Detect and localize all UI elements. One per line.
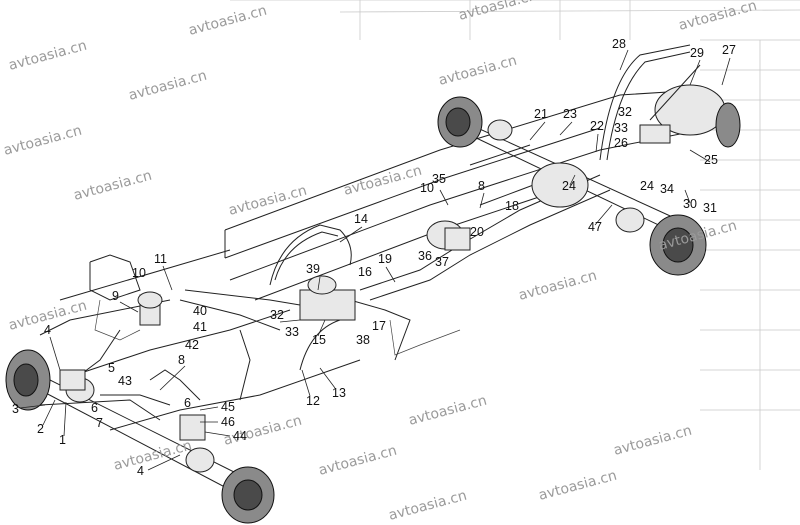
watermark-text: avtoasia.cn bbox=[537, 468, 619, 504]
watermark-text: avtoasia.cn bbox=[72, 168, 154, 204]
watermark-text: avtoasia.cn bbox=[407, 393, 489, 429]
watermark-text: avtoasia.cn bbox=[612, 423, 694, 459]
callout-label: 5 bbox=[108, 361, 115, 375]
watermark-text: avtoasia.cn bbox=[677, 0, 759, 34]
callout-label: 47 bbox=[588, 220, 602, 234]
callout-label: 21 bbox=[534, 107, 548, 121]
watermark-text: avtoasia.cn bbox=[2, 123, 84, 159]
callout-label: 39 bbox=[306, 262, 320, 276]
callout-label: 26 bbox=[614, 136, 628, 150]
watermark-text: avtoasia.cn bbox=[187, 3, 269, 39]
components bbox=[59, 64, 741, 441]
callout-label: 32 bbox=[618, 105, 632, 119]
callout-label: 35 bbox=[432, 172, 446, 186]
callout-label: 4 bbox=[44, 323, 51, 337]
front-axle-assembly bbox=[5, 349, 275, 524]
callout-label: 24 bbox=[562, 179, 576, 193]
callout-label: 25 bbox=[704, 153, 718, 167]
background-table-ghost bbox=[230, 0, 800, 470]
callout-label: 17 bbox=[372, 319, 386, 333]
callout-label: 27 bbox=[722, 43, 736, 57]
callout-label: 10 bbox=[420, 181, 434, 195]
callout-label: 33 bbox=[614, 121, 628, 135]
callout-label: 2 bbox=[37, 422, 44, 436]
callout-label: 38 bbox=[356, 333, 370, 347]
leader-lines bbox=[19, 49, 731, 471]
watermark-text: avtoasia.cn bbox=[457, 0, 539, 24]
callout-label: 12 bbox=[306, 394, 320, 408]
callout-label: 9 bbox=[112, 289, 119, 303]
callout-label: 1 bbox=[59, 433, 66, 447]
callout-label: 34 bbox=[660, 182, 674, 196]
callout-label: 23 bbox=[563, 107, 577, 121]
callout-label: 32 bbox=[270, 308, 284, 322]
callout-label: 20 bbox=[470, 225, 484, 239]
callout-label: 10 bbox=[132, 266, 146, 280]
callout-label: 8 bbox=[178, 353, 185, 367]
callout-label: 40 bbox=[193, 304, 207, 318]
callout-label: 33 bbox=[285, 325, 299, 339]
callout-label: 44 bbox=[233, 429, 247, 443]
callout-label: 6 bbox=[91, 401, 98, 415]
callout-label: 18 bbox=[505, 199, 519, 213]
watermark-text: avtoasia.cn bbox=[387, 488, 469, 524]
callout-label: 24 bbox=[640, 179, 654, 193]
callout-label: 19 bbox=[378, 252, 392, 266]
callout-label: 28 bbox=[612, 37, 626, 51]
callout-label: 41 bbox=[193, 320, 207, 334]
watermark-text: avtoasia.cn bbox=[127, 68, 209, 104]
callout-label: 36 bbox=[418, 249, 432, 263]
callout-label: 16 bbox=[358, 265, 372, 279]
chassis-frame bbox=[39, 89, 701, 431]
callout-label: 43 bbox=[118, 374, 132, 388]
callout-label: 42 bbox=[185, 338, 199, 352]
callout-label: 14 bbox=[354, 212, 368, 226]
watermark-text: avtoasia.cn bbox=[227, 183, 309, 219]
watermark-text: avtoasia.cn bbox=[7, 38, 89, 74]
callout-label: 8 bbox=[478, 179, 485, 193]
watermark-text: avtoasia.cn bbox=[517, 268, 599, 304]
watermark-text: avtoasia.cn bbox=[342, 163, 424, 199]
rear-axle-assembly bbox=[437, 96, 707, 276]
callout-label: 29 bbox=[690, 46, 704, 60]
callout-label: 7 bbox=[96, 416, 103, 430]
callout-label: 30 bbox=[683, 197, 697, 211]
callout-label: 31 bbox=[703, 201, 717, 215]
watermark-text: avtoasia.cn bbox=[317, 443, 399, 479]
callout-label: 11 bbox=[154, 252, 167, 266]
callout-label: 6 bbox=[184, 396, 191, 410]
callout-label: 4 bbox=[137, 464, 144, 478]
watermark-text: avtoasia.cn bbox=[437, 53, 519, 89]
callout-label: 15 bbox=[312, 333, 326, 347]
callout-label: 3 bbox=[12, 402, 19, 416]
callout-label: 37 bbox=[435, 255, 449, 269]
callout-labels: 28 29 27 21 23 22 32 33 26 25 24 24 34 3… bbox=[12, 37, 736, 478]
callout-label: 45 bbox=[221, 400, 235, 414]
callout-label: 22 bbox=[590, 119, 604, 133]
callout-label: 13 bbox=[332, 386, 346, 400]
watermark-text: avtoasia.cn bbox=[112, 438, 194, 474]
callout-label: 46 bbox=[221, 415, 235, 429]
